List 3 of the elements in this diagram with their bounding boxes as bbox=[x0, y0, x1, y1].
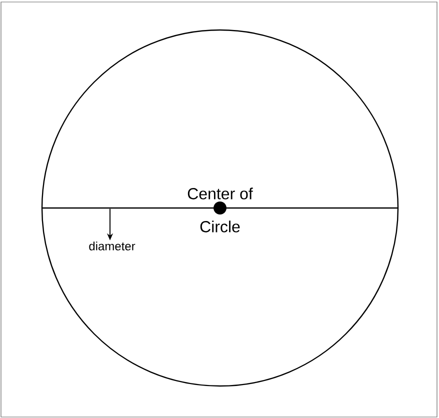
diameter-label: diameter bbox=[89, 242, 136, 250]
circle-outline bbox=[41, 29, 399, 387]
center-label: Center of Circle bbox=[188, 188, 253, 232]
